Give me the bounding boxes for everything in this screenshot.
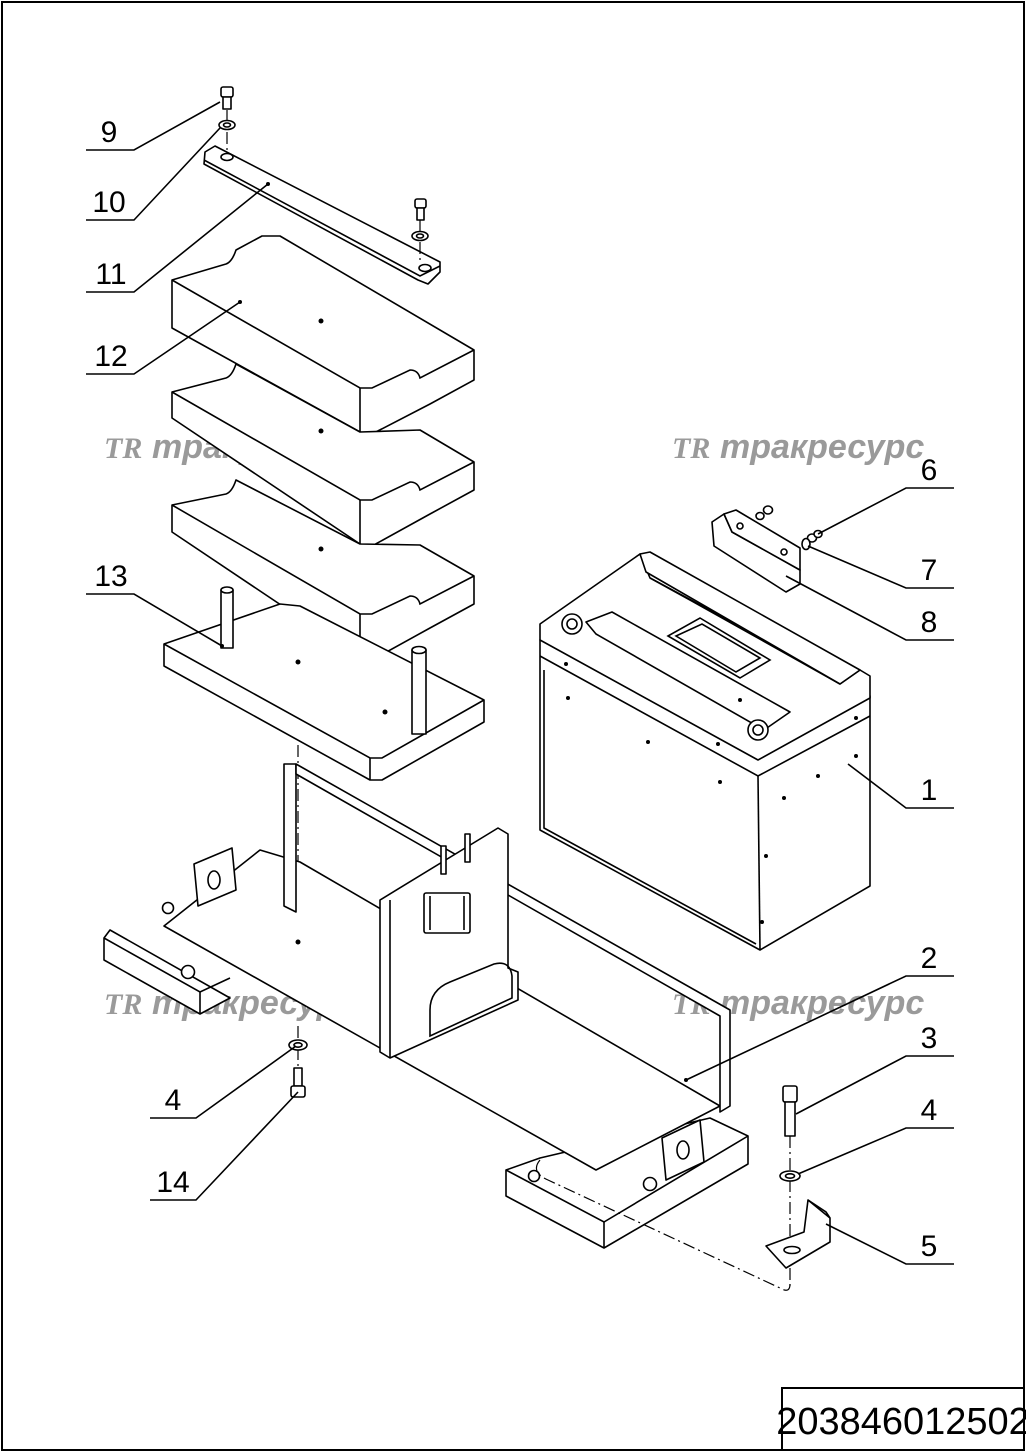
callout-6: 6	[817, 454, 954, 535]
svg-text:TR: TR	[104, 988, 142, 1021]
part-1-battery	[539, 551, 871, 951]
part-14-screw	[290, 1067, 306, 1098]
callout-3: 3	[795, 1022, 954, 1115]
callout-14: 14	[150, 1091, 299, 1201]
part-3-bolt	[782, 1085, 798, 1290]
svg-text:3: 3	[921, 1022, 938, 1055]
callout-2: 2	[685, 942, 954, 1081]
callout-1: 1	[847, 763, 954, 809]
svg-text:14: 14	[156, 1166, 189, 1199]
title-block: 203846012502	[776, 1387, 1026, 1451]
svg-text:10: 10	[92, 186, 125, 219]
part-11-clamp-strip	[203, 145, 441, 285]
svg-text:8: 8	[921, 606, 938, 639]
part-12-pad-2	[171, 363, 475, 547]
callout-5: 5	[825, 1223, 954, 1265]
svg-text:7: 7	[921, 554, 938, 587]
part-13-base-plate	[163, 586, 485, 945]
svg-text:11: 11	[95, 258, 126, 291]
part-2-battery-tray	[103, 763, 749, 1249]
callout-4-right: 4	[797, 1094, 954, 1175]
svg-text:4: 4	[921, 1094, 938, 1127]
part-12-pad-3	[171, 479, 475, 661]
callout-4-left: 4	[150, 1045, 297, 1119]
svg-text:тракресурс: тракресурс	[720, 428, 924, 466]
svg-text:2: 2	[921, 942, 938, 975]
svg-text:TR: TR	[672, 432, 710, 465]
svg-text:12: 12	[94, 340, 127, 373]
svg-text:13: 13	[94, 560, 127, 593]
part-9-screw-right	[411, 198, 429, 262]
svg-text:9: 9	[101, 116, 118, 149]
callout-11: 11	[86, 183, 269, 293]
svg-text:4: 4	[165, 1084, 182, 1117]
callout-12: 12	[86, 301, 241, 375]
svg-text:5: 5	[921, 1230, 938, 1263]
watermark-top-right: TR тракресурс	[672, 428, 924, 466]
callout-7: 7	[807, 545, 954, 589]
svg-text:TR: TR	[104, 432, 142, 465]
part-8-bracket	[711, 509, 801, 593]
callout-10: 10	[86, 127, 221, 221]
callout-13: 13	[86, 560, 223, 647]
part-7-washer	[801, 537, 811, 551]
part-5-angle-bracket	[765, 1199, 831, 1269]
drawing-code: 203846012502	[776, 1401, 1026, 1443]
callout-9: 9	[86, 101, 221, 151]
callout-8: 8	[785, 575, 954, 641]
part-12-pad-1	[171, 235, 475, 435]
part-4-washer-right	[779, 1170, 801, 1182]
svg-text:6: 6	[921, 454, 938, 487]
part-6-screw	[755, 505, 823, 543]
part-9-screw-top	[218, 86, 236, 152]
part-4-washer-left	[288, 1026, 308, 1070]
svg-text:1: 1	[921, 774, 938, 807]
assembly-path-line	[535, 1159, 791, 1291]
